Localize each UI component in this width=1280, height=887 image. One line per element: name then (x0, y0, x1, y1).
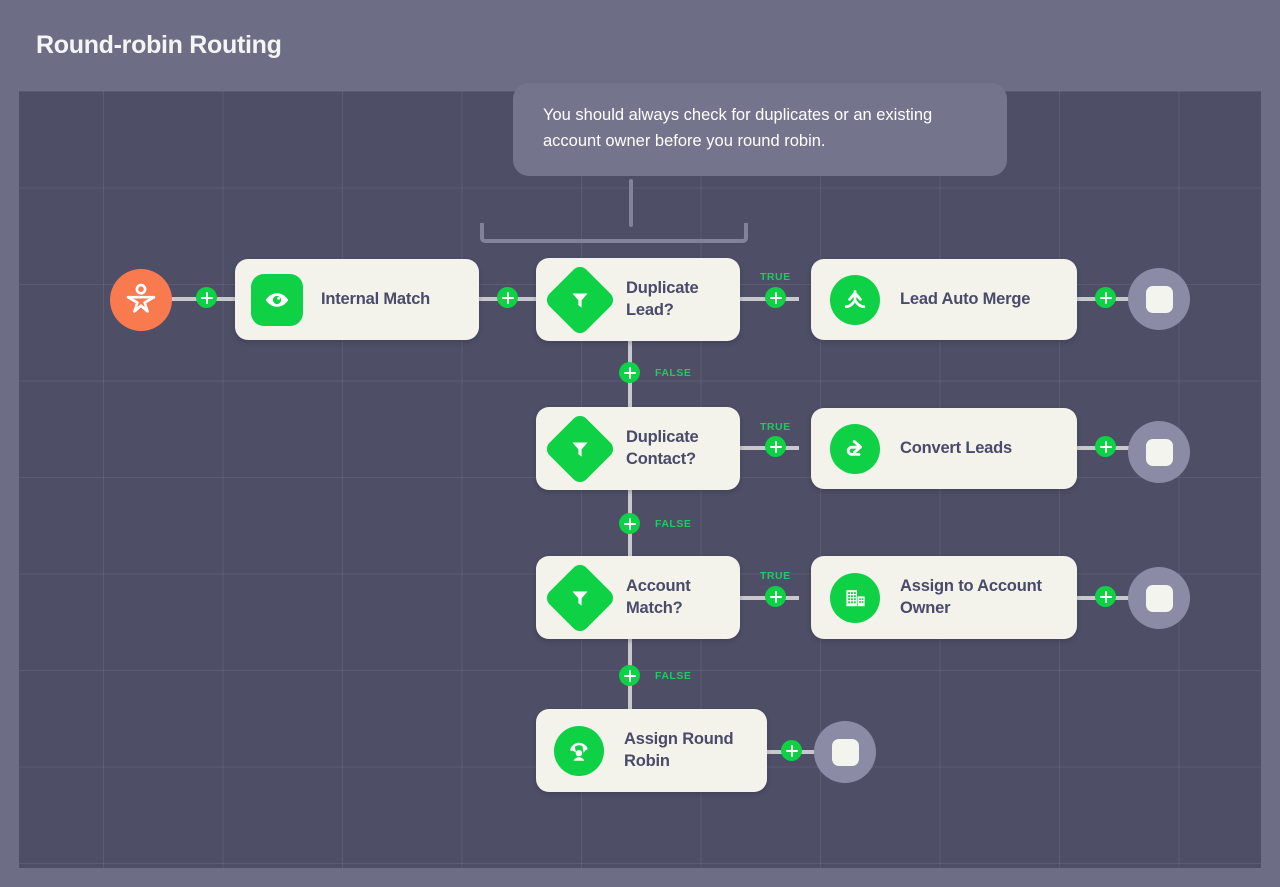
end-node-3[interactable] (1128, 567, 1190, 629)
node-duplicate-lead[interactable]: Duplicate Lead? (536, 258, 740, 341)
add-step-button-2[interactable] (497, 287, 518, 308)
building-icon (830, 572, 880, 623)
connector-duplicate-contact-true (719, 446, 799, 450)
node-label: Duplicate Lead? (626, 279, 699, 319)
node-duplicate-contact[interactable]: Duplicate Contact? (536, 407, 740, 490)
filter-funnel-icon (543, 411, 617, 486)
connector-duplicate-lead-true (719, 297, 799, 301)
node-convert-leads[interactable]: Convert Leads (811, 408, 1077, 489)
filter-funnel-icon (543, 560, 617, 635)
add-step-button-false-3[interactable] (619, 665, 640, 686)
stop-square-icon (1145, 438, 1173, 466)
node-account-match[interactable]: Account Match? (536, 556, 740, 639)
node-label: Lead Auto Merge (900, 289, 1031, 308)
add-step-button-false-1[interactable] (619, 362, 640, 383)
person-star-icon (124, 281, 158, 320)
node-label: Account Match? (626, 577, 691, 617)
note-connector-bracket (480, 223, 748, 243)
stop-square-icon (1145, 285, 1173, 313)
node-label: Duplicate Contact? (626, 428, 699, 468)
branch-label-true-1: TRUE (760, 271, 791, 283)
end-node-1[interactable] (1128, 268, 1190, 330)
start-node[interactable] (110, 269, 172, 331)
stop-square-icon (831, 738, 859, 766)
node-lead-auto-merge[interactable]: Lead Auto Merge (811, 259, 1077, 340)
add-step-button-6[interactable] (781, 740, 802, 761)
add-step-button-5[interactable] (1095, 586, 1116, 607)
convert-arrow-icon (830, 423, 880, 474)
page-title: Round-robin Routing (36, 30, 282, 59)
node-label: Assign Round Robin (624, 730, 734, 770)
end-node-4[interactable] (814, 721, 876, 783)
note-connector-stem (629, 179, 633, 227)
add-step-button-1[interactable] (196, 287, 217, 308)
add-step-button-false-2[interactable] (619, 513, 640, 534)
merge-arrows-icon (830, 274, 880, 325)
add-step-button-true-3[interactable] (765, 586, 786, 607)
round-robin-icon (554, 725, 604, 776)
node-assign-round-robin[interactable]: Assign Round Robin (536, 709, 767, 792)
filter-funnel-icon (543, 262, 617, 337)
branch-label-false-3: FALSE (655, 670, 692, 682)
node-assign-account-owner[interactable]: Assign to Account Owner (811, 556, 1077, 639)
note-bubble[interactable]: You should always check for duplicates o… (513, 83, 1007, 177)
header-bar: Round-robin Routing (0, 0, 378, 90)
connector-account-match-true (719, 596, 799, 600)
node-label: Convert Leads (900, 438, 1013, 457)
add-step-button-4[interactable] (1095, 436, 1116, 457)
node-label: Internal Match (321, 289, 431, 308)
eye-icon (251, 273, 303, 326)
node-internal-match[interactable]: Internal Match (235, 259, 479, 340)
node-label: Assign to Account Owner (900, 577, 1042, 617)
stop-square-icon (1145, 584, 1173, 612)
branch-label-true-3: TRUE (760, 570, 791, 582)
branch-label-false-2: FALSE (655, 518, 692, 530)
branch-label-true-2: TRUE (760, 421, 791, 433)
add-step-button-3[interactable] (1095, 287, 1116, 308)
end-node-2[interactable] (1128, 421, 1190, 483)
branch-label-false-1: FALSE (655, 367, 692, 379)
add-step-button-true-2[interactable] (765, 436, 786, 457)
flow-canvas[interactable]: Internal Match Duplicate Lead? TRUE Lead… (19, 91, 1261, 868)
note-text: You should always check for duplicates o… (543, 106, 933, 150)
add-step-button-true-1[interactable] (765, 287, 786, 308)
